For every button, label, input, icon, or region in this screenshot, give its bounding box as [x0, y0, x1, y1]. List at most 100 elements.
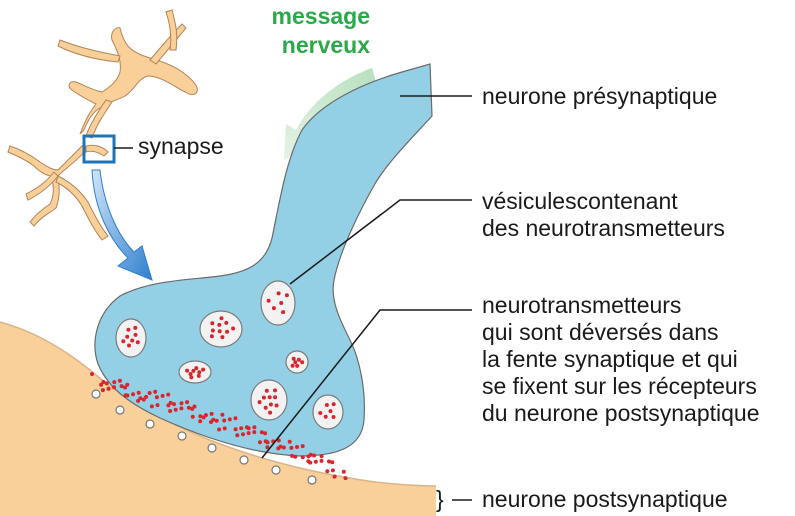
neurotransmitter-dot: [271, 306, 276, 311]
vesicles: [115, 280, 344, 430]
neurotransmitter-dot: [300, 455, 305, 460]
neurotransmitter-dot: [341, 469, 346, 474]
neurotransmitter-dot: [153, 389, 158, 394]
neurotransmitter-dot: [293, 360, 298, 365]
neurotransmitter-dot: [211, 417, 216, 422]
nt-line-5: du neurone postsynaptique: [482, 400, 760, 426]
neurotransmitter-dot: [168, 409, 173, 413]
neurotransmitter-dot: [119, 384, 124, 389]
neurotransmitter-dot: [201, 367, 206, 372]
neurotransmitter-dot: [225, 329, 230, 334]
presynaptic-neuron: [94, 63, 433, 457]
neurotransmitter-dot: [192, 404, 197, 409]
neurotransmitter-dot: [318, 411, 323, 415]
neurotransmitter-dot: [308, 460, 313, 465]
neurotransmitter-dot: [295, 363, 300, 368]
neurotransmitter-dot: [265, 445, 270, 450]
vesicle: [115, 318, 147, 358]
neurotransmitter-dot: [160, 393, 165, 398]
neurotransmitter-dot: [330, 468, 335, 473]
vesicles-line-1: vésiculescontenant: [482, 188, 678, 214]
vesicles-leader: [289, 199, 472, 285]
neurotransmitter-dot: [222, 426, 227, 431]
receptor: [271, 465, 281, 475]
neurotransmitter-dot: [210, 321, 215, 326]
neurotransmitter-dot: [257, 400, 262, 405]
neurotransmitters: [90, 291, 348, 481]
neurotransmitter-dot: [227, 417, 232, 422]
neurotransmitter-dot: [219, 316, 224, 321]
neurotransmitter-dot: [239, 426, 244, 431]
synapse-inset-box: [82, 134, 116, 164]
neurotransmitter-dot: [188, 372, 193, 376]
neurotransmitter-dot: [241, 432, 245, 437]
neurotransmitter-dot: [323, 414, 328, 419]
neurotransmitter-dot: [287, 439, 292, 444]
neurotransmitter-dot: [281, 445, 286, 450]
neurotransmitter-dot: [268, 402, 273, 407]
neurotransmitter-dot: [217, 329, 222, 334]
neurotransmitter-dot: [147, 391, 152, 395]
neurotransmitter-dot: [179, 401, 184, 406]
receptor: [177, 431, 187, 441]
receptors: [91, 389, 317, 485]
neurotransmitter-dot: [290, 453, 294, 458]
neurotransmitter-dot: [136, 398, 141, 403]
neurotransmitter-dot: [330, 460, 335, 465]
neurotransmitter-dot: [197, 370, 202, 375]
neurotransmitter-dot: [210, 328, 215, 333]
neurotransmitter-dot: [331, 402, 336, 407]
neurotransmitter-dot: [233, 416, 238, 421]
neurotransmitter-dot: [284, 293, 289, 298]
neurotransmitter-dot: [123, 385, 127, 390]
neurotransmitter-dot: [313, 459, 318, 464]
neurotransmitters-leader: [261, 309, 472, 459]
neurotransmitter-dot: [198, 419, 203, 424]
neurotransmitter-dot: [319, 454, 324, 459]
neurotransmitter-dot: [190, 414, 195, 419]
neuron-network-illustration: [7, 9, 198, 241]
presynaptic-label: neurone présynaptique: [482, 83, 718, 109]
receptor: [91, 389, 101, 399]
nt-line-1: neurotransmetteurs: [482, 292, 682, 318]
vesicle: [199, 310, 243, 348]
neurotransmitter-dot: [319, 458, 324, 463]
neurotransmitter-dot: [328, 409, 333, 414]
neurotransmitter-dot: [125, 334, 130, 339]
neurotransmitter-dot: [136, 390, 141, 395]
neurotransmitter-dot: [141, 397, 146, 402]
neurotransmitter-dot: [291, 356, 296, 361]
neurotransmitter-dot: [90, 372, 94, 376]
neurotransmitter-dot: [209, 334, 214, 339]
nt-line-2: qui sont déversés dans: [482, 319, 719, 345]
neurotransmitter-dot: [166, 392, 171, 397]
receptor: [145, 419, 155, 429]
neurotransmitter-dot: [308, 452, 313, 457]
neurotransmitter-dot: [117, 378, 122, 383]
neurotransmitter-dot: [246, 426, 251, 431]
neurotransmitter-dot: [263, 405, 268, 410]
neurotransmitter-dot: [258, 440, 262, 445]
neurotransmitter-dot: [343, 476, 348, 481]
neurotransmitter-dot: [185, 368, 190, 373]
neurotransmitter-dot: [296, 357, 301, 362]
neurotransmitter-dot: [289, 445, 294, 450]
receptor: [307, 475, 317, 485]
neurotransmitter-dot: [259, 430, 264, 435]
neurotransmitter-dot: [267, 395, 272, 400]
vesicles-line-2: des neurotransmetteurs: [482, 215, 725, 241]
neurotransmitter-dot: [112, 380, 117, 385]
neurotransmitter-dot: [185, 400, 190, 405]
neurotransmitter-dot: [327, 459, 331, 464]
receptor: [207, 443, 217, 453]
neurotransmitter-dot: [276, 291, 281, 296]
neurotransmitter-dot: [189, 375, 194, 380]
neurotransmitter-dot: [172, 402, 176, 407]
neurotransmitter-dot: [100, 388, 105, 393]
neurotransmitter-dot: [196, 373, 201, 378]
neurotransmitter-dot: [276, 438, 281, 443]
postsynaptic-brace: }: [436, 486, 444, 512]
message-line-1: message: [271, 3, 370, 29]
neurotransmitter-dot: [263, 431, 268, 436]
neurotransmitter-dot: [220, 412, 225, 417]
